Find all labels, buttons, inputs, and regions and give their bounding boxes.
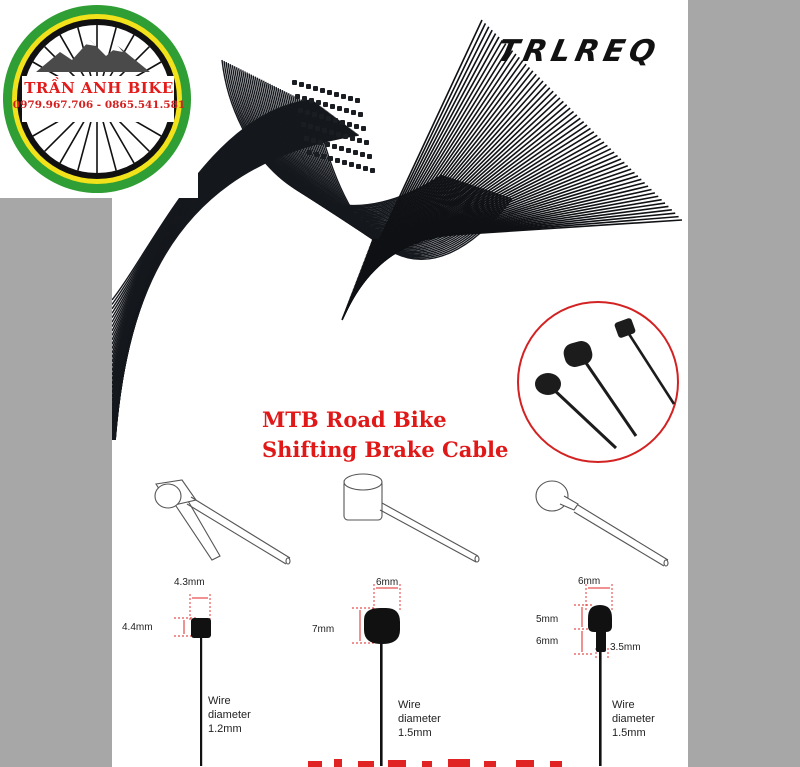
shop-name: TRẦN ANH BIKE: [24, 79, 174, 97]
coil-cable-end: [301, 122, 306, 127]
coil-cable-end: [328, 156, 333, 161]
cable-end-drawing-1: [154, 479, 291, 565]
cropped-footer-text: [308, 759, 562, 767]
coil-cable-end: [337, 106, 342, 111]
wire-diameter-1: 1.2mm: [208, 723, 242, 735]
coil-cable-end: [327, 90, 332, 95]
coil-cable-end: [314, 152, 319, 157]
wire-label-1: Wire diameter 1.2mm: [208, 695, 251, 735]
coil-cable-end: [363, 166, 368, 171]
coil-cable-end: [360, 152, 365, 157]
coil-cable-end: [307, 150, 312, 155]
cable-end-diagrams: [154, 473, 669, 766]
coil-cable-end: [316, 100, 321, 105]
coil-cable-end: [348, 96, 353, 101]
coil-cable-end: [370, 168, 375, 173]
shop-logo-wheel: [3, 5, 191, 193]
wire-diameter-3: 1.5mm: [612, 727, 646, 739]
coil-cable-end: [299, 82, 304, 87]
coil-cable-end: [358, 112, 363, 117]
coil-cable-end: [311, 138, 316, 143]
coil-cable-end: [329, 130, 334, 135]
coil-wire: [114, 134, 359, 440]
coil-cable-end: [344, 108, 349, 113]
coil-cable-end: [309, 98, 314, 103]
coil-cable-end: [292, 80, 297, 85]
title-line-2: Shifting Brake Cable: [262, 437, 509, 462]
wire-diameter-2: 1.5mm: [398, 727, 432, 739]
coil-cable-end: [333, 118, 338, 123]
dim-head-width-3: 6mm: [578, 576, 601, 587]
coil-cable-end: [354, 124, 359, 129]
coil-cable-end: [353, 150, 358, 155]
coil-cable-end: [319, 114, 324, 119]
dim-head-width-1: 4.3mm: [174, 577, 205, 588]
coil-cable-end: [347, 122, 352, 127]
coil-cable-end: [332, 144, 337, 149]
coil-cable-end: [364, 140, 369, 145]
dim-head-width-2: 6mm: [376, 577, 399, 588]
coil-cable-end: [350, 136, 355, 141]
coil-cable-end: [321, 154, 326, 159]
coil-cable-end: [306, 84, 311, 89]
coil-cable-end: [313, 86, 318, 91]
coil-cable-end: [298, 108, 303, 113]
coil-cable-end: [342, 160, 347, 165]
cable-end-drawing-3: [535, 480, 669, 567]
dim-head-height-1: 4.4mm: [122, 622, 153, 633]
brand-logo: TRLREQ: [494, 34, 664, 69]
coil-cable-end: [322, 128, 327, 133]
coil-cable-end: [304, 136, 309, 141]
left-gray-panel: [0, 198, 112, 767]
dim-head-height-2: 7mm: [312, 624, 335, 635]
coil-cable-end: [318, 140, 323, 145]
dim-head-height-bottom-3: 6mm: [536, 636, 559, 647]
wire-label-2: Wire diameter 1.5mm: [398, 699, 441, 739]
coil-cable-end: [308, 124, 313, 129]
coil-cable-end: [340, 120, 345, 125]
coil-cable-end: [295, 94, 300, 99]
coil-cable-end: [357, 138, 362, 143]
coil-cable-end: [349, 162, 354, 167]
coil-cable-end: [334, 92, 339, 97]
product-image: TRLREQ MTB Road Bike Shifting Brake Cabl…: [112, 0, 688, 767]
coil-cable-end: [330, 104, 335, 109]
wire-label-3: Wire diameter 1.5mm: [612, 699, 655, 739]
cable-end-drawing-2: [343, 473, 480, 563]
dim-head-height-top-3: 5mm: [536, 614, 559, 625]
coil-cable-end: [346, 148, 351, 153]
coil-cable-end: [339, 146, 344, 151]
coil-cable-end: [336, 132, 341, 137]
coil-cable-end: [356, 164, 361, 169]
coil-cable-end: [335, 158, 340, 163]
product-title: MTB Road Bike Shifting Brake Cable: [262, 405, 508, 465]
coil-cable-end: [323, 102, 328, 107]
cable-end-closeup: [517, 301, 679, 463]
coil-cable-end: [367, 154, 372, 159]
title-line-1: MTB Road Bike: [262, 407, 447, 432]
coil-cable-end: [351, 110, 356, 115]
coil-cable-end: [305, 110, 310, 115]
shop-logo: TRẦN ANH BIKE 0979.967.706 - 0865.541.58…: [0, 0, 198, 198]
loose-cable-strand: [371, 219, 683, 241]
right-gray-panel: [688, 0, 800, 767]
coil-cable-end: [312, 112, 317, 117]
coil-cable-end: [320, 88, 325, 93]
coil-cable-end: [361, 126, 366, 131]
dim-neck-width-3: 3.5mm: [610, 642, 641, 653]
shop-phone: 0979.967.706 - 0865.541.581: [12, 99, 186, 111]
coil-cable-end: [326, 116, 331, 121]
coil-cable-end: [341, 94, 346, 99]
coil-cable-end: [302, 96, 307, 101]
coil-cable-end: [325, 142, 330, 147]
coil-cable-end: [315, 126, 320, 131]
coil-cable-end: [355, 98, 360, 103]
coil-cable-end: [343, 134, 348, 139]
